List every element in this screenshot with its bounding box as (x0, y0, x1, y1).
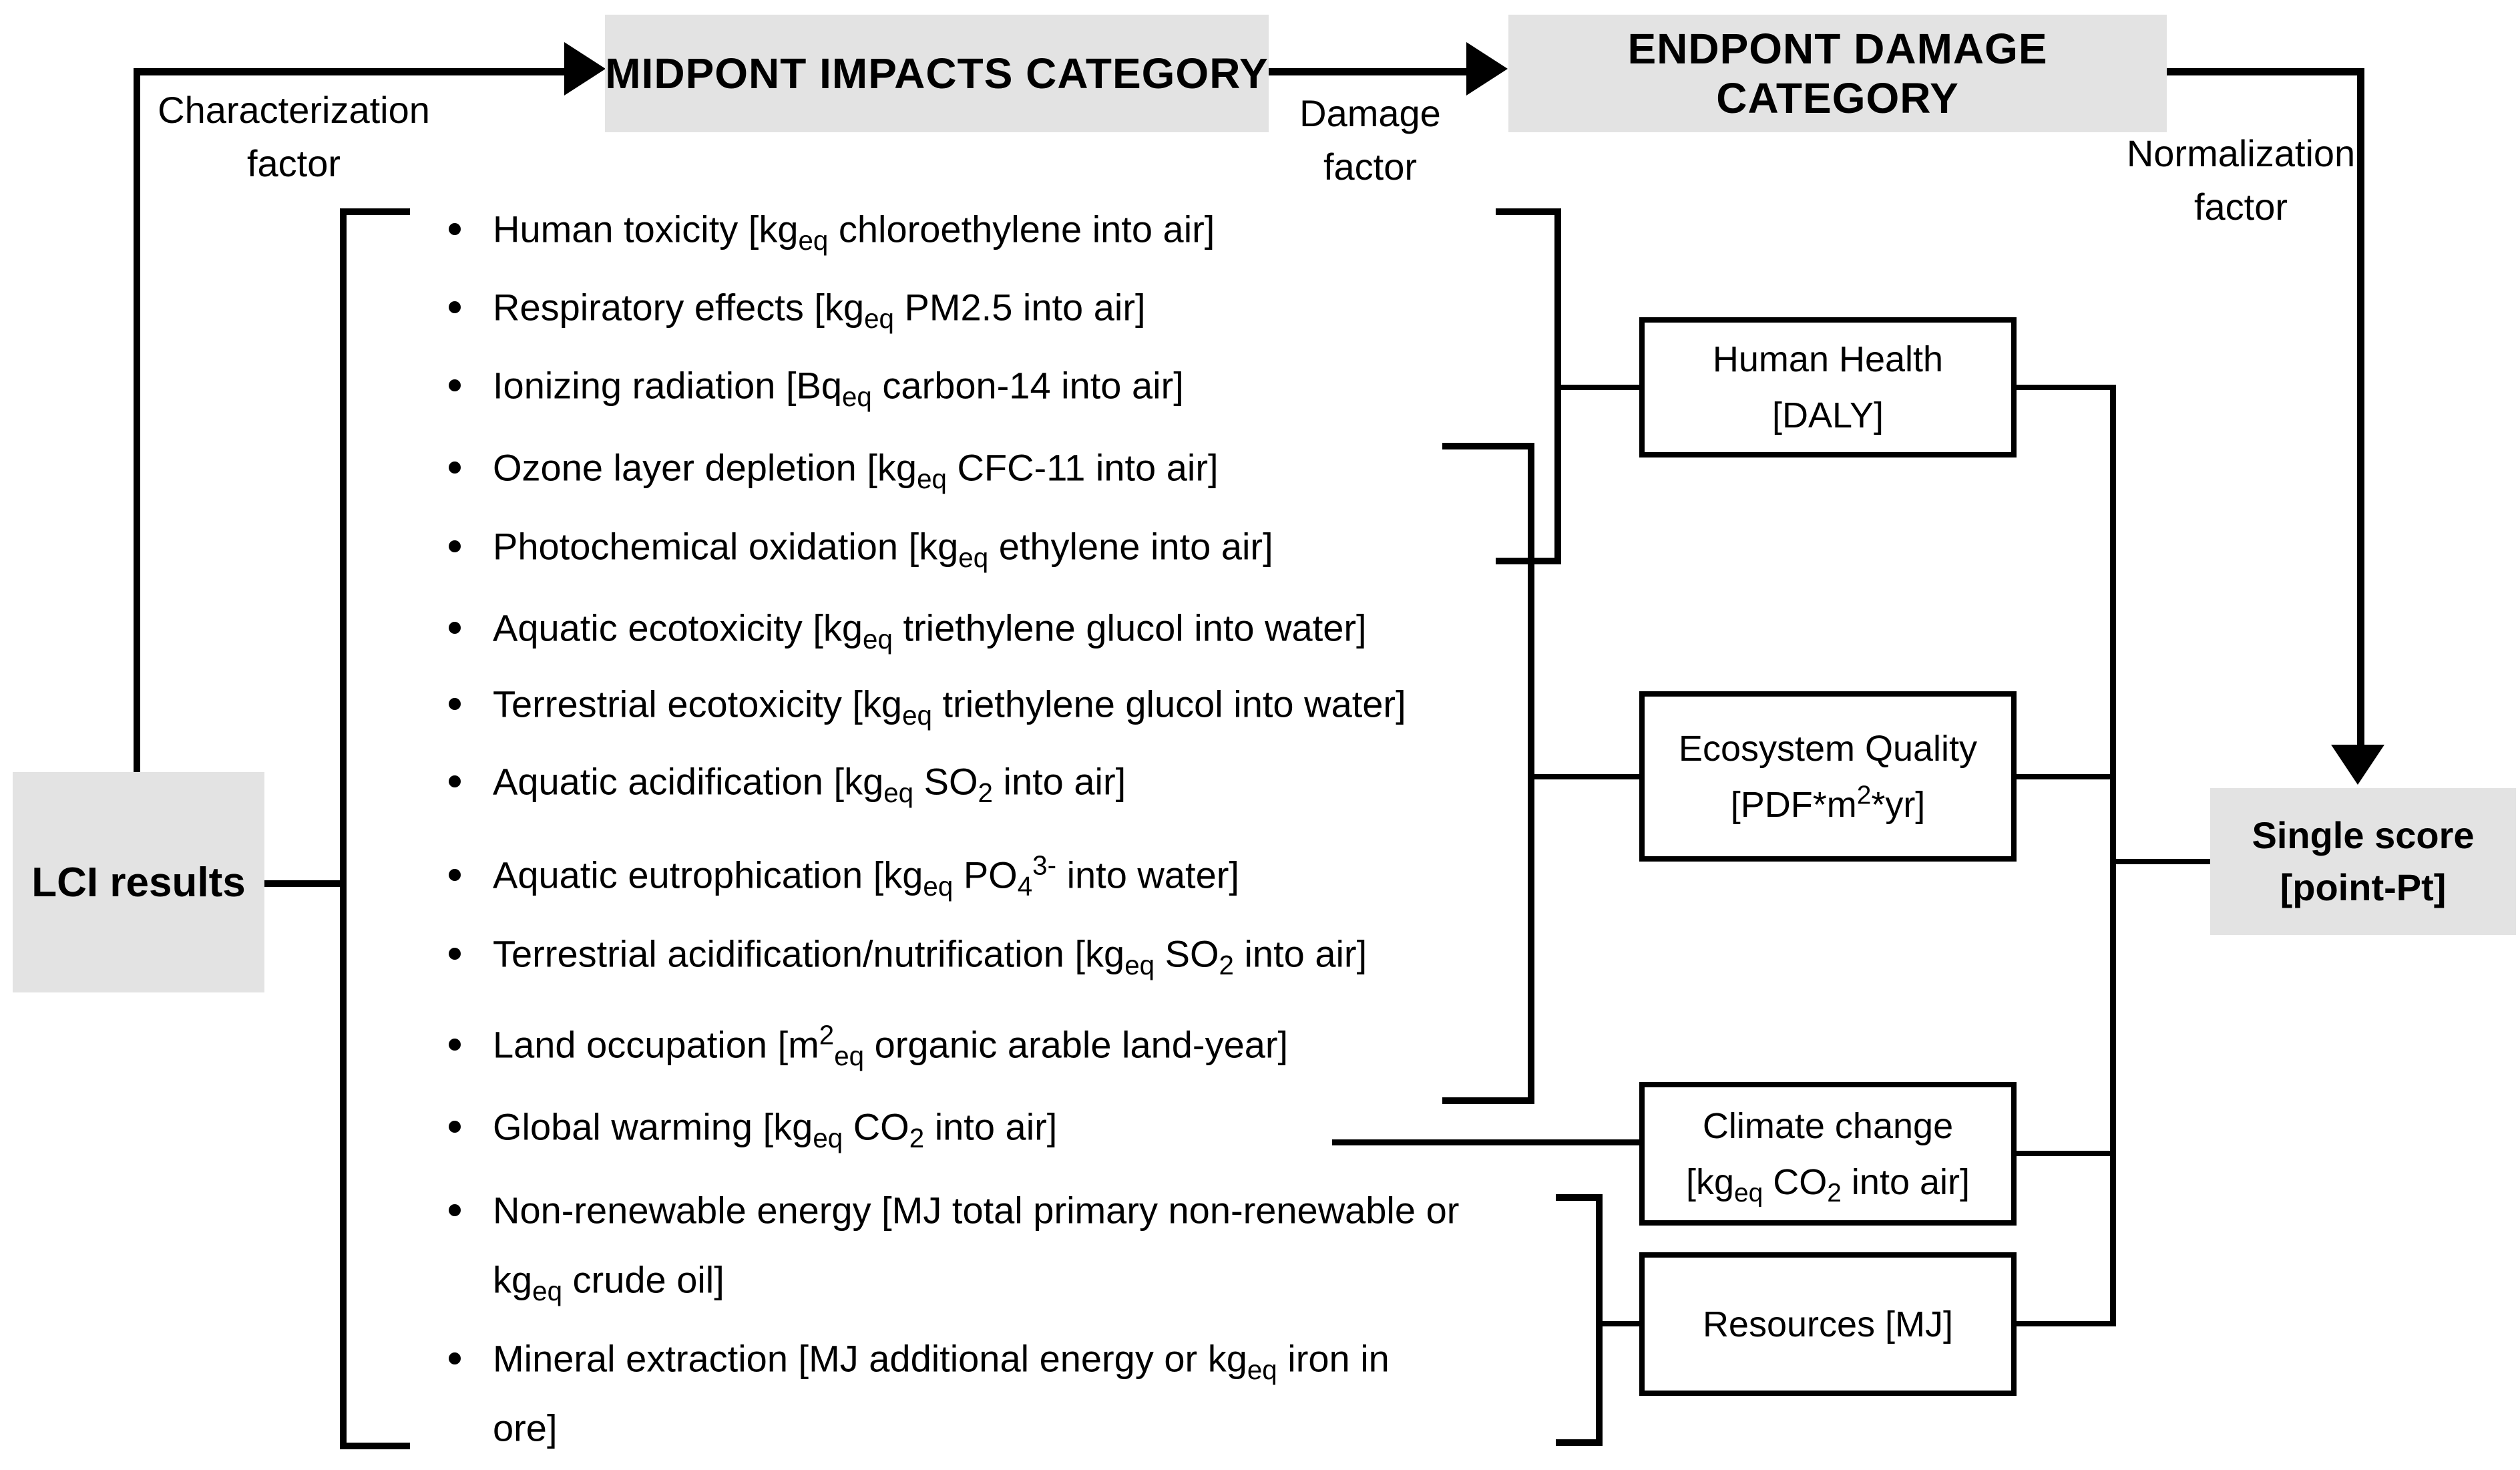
characterization-arrow-shaft (137, 68, 564, 75)
resources-connector-line (1603, 1321, 1639, 1326)
endpoint-category-title: ENDPONT DAMAGE CATEGORY (1627, 25, 2048, 122)
human-health-connector-line (1561, 385, 1639, 390)
global-warming-connector-line (1332, 1139, 1639, 1145)
bullet-icon (449, 698, 461, 710)
single-score-line2: [point-Pt] (2280, 866, 2447, 908)
midpoint-item: Mineral extraction [MJ additional energy… (493, 1337, 1390, 1385)
characterization-factor-line2: factor (246, 142, 341, 184)
midpoint-list-bracket-tick-bottom (340, 1443, 410, 1449)
midpoint-item: Photochemical oxidation [kgeq ethylene i… (493, 525, 1273, 573)
bullet-icon (449, 462, 461, 474)
midpoint-item: Ozone layer depletion [kgeq CFC-11 into … (493, 446, 1219, 494)
bullet-icon (449, 379, 461, 391)
midpoint-item: Aquatic acidification [kgeq SO2 into air… (493, 760, 1126, 808)
resources-box: Resources [MJ] (1639, 1252, 2017, 1396)
damage-factor-line2: factor (1323, 146, 1418, 188)
normalization-factor-line1: Normalization (2126, 132, 2356, 174)
endpoint-collector-vertical (2110, 385, 2116, 1326)
lci-results-label: LCI results (31, 859, 246, 906)
midpoint-item: Human toxicity [kgeq chloroethylene into… (493, 208, 1215, 256)
human-health-box: Human Health [DALY] (1639, 317, 2017, 457)
ecosystem-quality-line1: Ecosystem Quality (1678, 728, 1978, 769)
resources-line1: Resources [MJ] (1702, 1304, 1954, 1344)
characterization-factor-line1: Characterization (158, 89, 430, 131)
bullet-icon (449, 223, 461, 235)
midpoint-item: kgeq crude oil] (493, 1258, 724, 1306)
normalization-line-horizontal (2167, 68, 2364, 75)
bullet-icon (449, 622, 461, 634)
resources-bracket-vertical (1596, 1194, 1603, 1446)
resources-branch-line (2017, 1321, 2110, 1326)
bullet-icon (449, 1121, 461, 1133)
normalization-line-vertical (2357, 68, 2364, 745)
ecosystem-quality-line2: [PDF*m2*yr] (1730, 781, 1926, 825)
lci-connector-line (264, 880, 343, 887)
midpoint-category-box: MIDPONT IMPACTS CATEGORY (605, 15, 1269, 132)
ecosystem-bracket-tick-bottom (1442, 1097, 1534, 1104)
midpoint-item: Land occupation [m2eq organic arable lan… (493, 1019, 1289, 1071)
single-score-box: Single score [point-Pt] (2210, 788, 2516, 935)
midpoint-item: Aquatic eutrophication [kgeq PO43- into … (493, 850, 1239, 902)
characterization-riser-line (134, 68, 140, 772)
resources-bracket-tick-bottom (1556, 1439, 1603, 1446)
endpoint-category-box: ENDPONT DAMAGE CATEGORY (1508, 15, 2167, 132)
ecosystem-connector-line (1534, 774, 1639, 779)
climate-change-box: Climate change [kgeq CO2 into air] (1639, 1082, 2017, 1226)
climate-change-line1: Climate change (1702, 1105, 1954, 1146)
normalization-factor-label: Normalization factor (2074, 127, 2408, 234)
midpoint-category-title: MIDPONT IMPACTS CATEGORY (605, 49, 1269, 98)
midpoint-item: Terrestrial acidification/nutrification … (493, 932, 1368, 980)
midpoint-item: Terrestrial ecotoxicity [kgeq triethylen… (493, 683, 1406, 731)
midpoint-item: Ionizing radiation [Bqeq carbon-14 into … (493, 364, 1184, 412)
human-health-line2: [DALY] (1771, 395, 1884, 435)
midpoint-item: Respiratory effects [kgeq PM2.5 into air… (493, 286, 1146, 334)
resources-bracket-tick-top (1556, 1194, 1603, 1201)
climate-change-line2: [kgeq CO2 into air] (1685, 1161, 1970, 1208)
human-health-bracket-tick-top (1496, 208, 1561, 215)
bullet-icon (449, 1204, 461, 1216)
single-score-connector-line (2116, 859, 2210, 864)
damage-arrow-shaft (1269, 68, 1466, 75)
midpoint-item: Aquatic ecotoxicity [kgeq triethylene gl… (493, 606, 1367, 655)
ecosystem-bracket-vertical (1528, 443, 1534, 1104)
human-health-bracket-vertical (1554, 208, 1561, 564)
bullet-icon (449, 540, 461, 552)
bullet-icon (449, 1039, 461, 1051)
ecosystem-quality-box: Ecosystem Quality [PDF*m2*yr] (1639, 691, 2017, 862)
human-health-branch-line (2017, 385, 2110, 390)
midpoint-item: Non-renewable energy [MJ total primary n… (493, 1189, 1460, 1232)
damage-factor-line1: Damage (1299, 92, 1441, 134)
midpoint-list-bracket-vertical (340, 208, 347, 1449)
characterization-factor-label: Characterization factor (127, 83, 461, 190)
bullet-icon (449, 948, 461, 960)
bullet-icon (449, 869, 461, 881)
normalization-factor-line2: factor (2193, 186, 2288, 228)
damage-factor-label: Damage factor (1257, 87, 1484, 194)
normalization-arrowhead-icon (2331, 745, 2384, 785)
midpoint-item: Global warming [kgeq CO2 into air] (493, 1105, 1058, 1153)
ecosystem-bracket-tick-top (1442, 443, 1534, 449)
characterization-arrowhead-icon (564, 42, 606, 96)
bullet-icon (449, 775, 461, 787)
ecosystem-branch-line (2017, 774, 2110, 779)
bullet-icon (449, 1352, 461, 1364)
climate-change-branch-line (2017, 1151, 2110, 1156)
single-score-line1: Single score (2252, 814, 2475, 856)
damage-arrowhead-icon (1466, 42, 1508, 96)
human-health-line1: Human Health (1712, 339, 1944, 379)
midpoint-list-bracket-tick-top (340, 208, 410, 215)
lci-results-box: LCI results (13, 772, 264, 992)
bullet-icon (449, 301, 461, 313)
midpoint-item: ore] (493, 1407, 558, 1449)
